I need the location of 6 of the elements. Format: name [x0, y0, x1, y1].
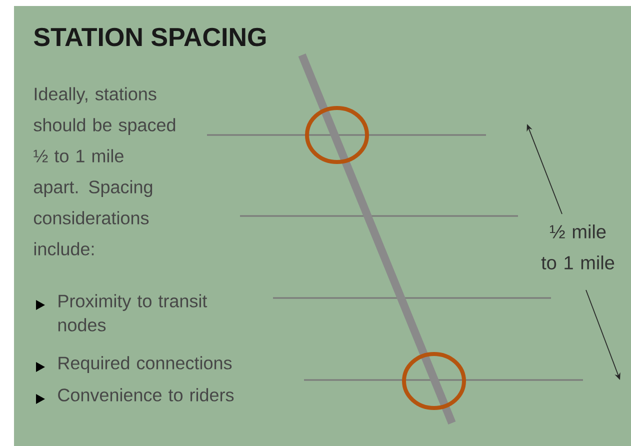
bullet-item: Proximity to transit nodes [58, 294, 208, 332]
bullet-item: Convenience to riders [58, 388, 234, 402]
dimension-label: ½ mile to 1 mile [541, 224, 614, 270]
body-text: Ideally, stations should be spaced ½ to 1 mile apart. Spacing considerations include: [34, 87, 176, 256]
bullet-item: Required connections [58, 356, 232, 373]
heading-text: STATION SPACING [34, 28, 266, 46]
